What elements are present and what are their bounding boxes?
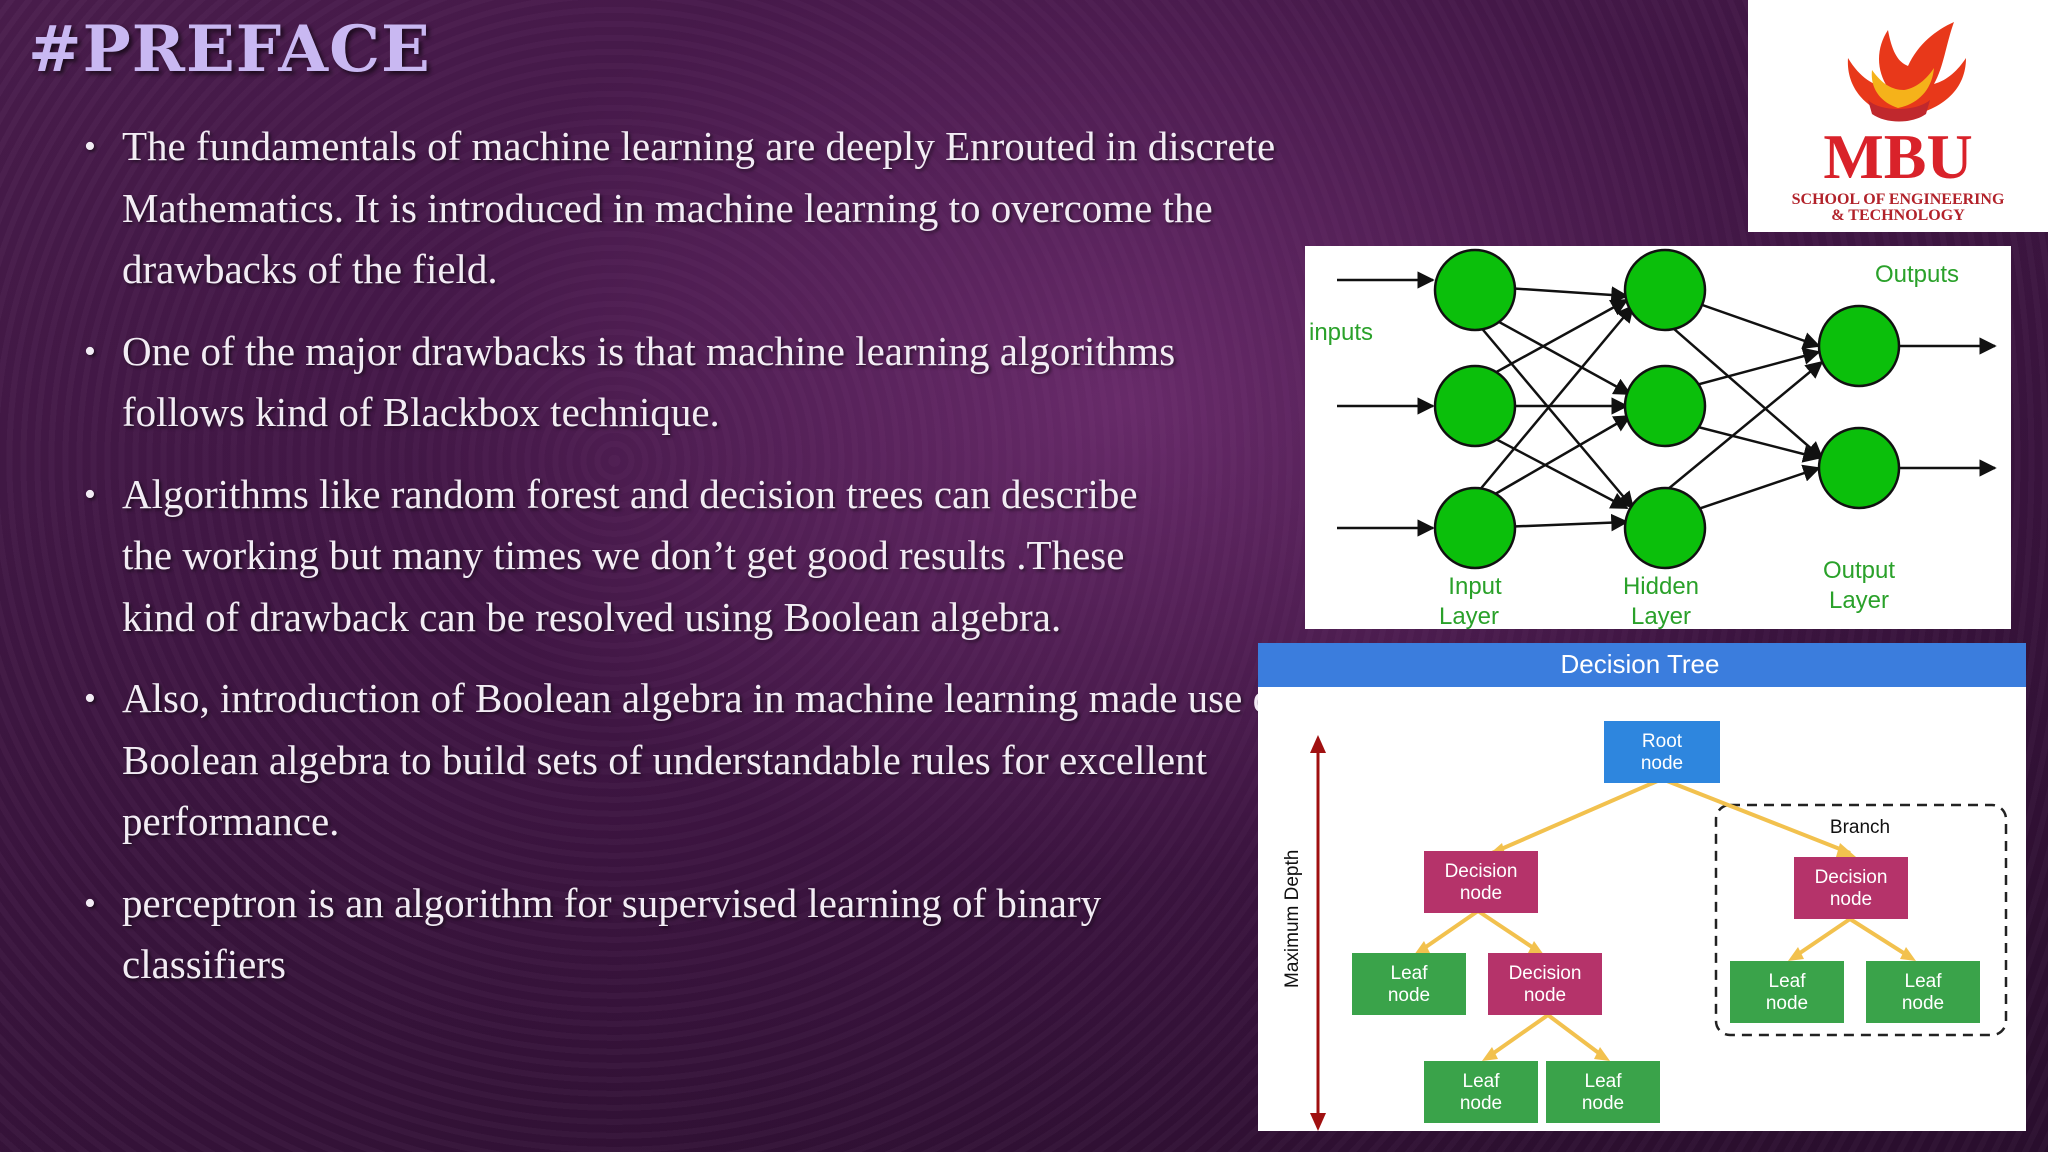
bullet-item: The fundamentals of machine learning are… (80, 116, 1302, 301)
decision-tree-diagram: Decision Tree Maximum Depth Branch (1258, 643, 2026, 1131)
mbu-logo: MBU SCHOOL OF ENGINEERING & TECHNOLOGY (1748, 0, 2048, 232)
input-neuron (1433, 486, 1517, 570)
neurons (1433, 248, 1901, 570)
input-layer-label: Input (1448, 573, 1502, 600)
decision-node (1424, 851, 1538, 913)
outputs-label: Outputs (1875, 261, 1959, 288)
branch-box (1714, 803, 2008, 1037)
depth-arrow (1310, 735, 1326, 1131)
decision-node-label: node (1460, 883, 1502, 904)
output-layer-label: Layer (1829, 587, 1889, 614)
root-node-label: node (1641, 753, 1683, 774)
logo-line1: SCHOOL OF ENGINEERING (1792, 191, 2005, 208)
logo-line2: & TECHNOLOGY (1831, 207, 1965, 224)
leaf-node (1352, 953, 1466, 1015)
leaf-node-label: node (1582, 1093, 1624, 1114)
branch-label: Branch (1830, 817, 1890, 838)
input-arrows (1337, 271, 1435, 537)
neural-network-diagram: inputs Outputs Input Layer Hidden Layer … (1309, 248, 1997, 630)
input-neuron (1433, 364, 1517, 448)
inputs-label: inputs (1309, 319, 1373, 346)
connections (1467, 284, 1997, 532)
bullet-list: The fundamentals of machine learning are… (80, 116, 1300, 1016)
neural-network-figure: inputs Outputs Input Layer Hidden Layer … (1305, 246, 2011, 630)
leaf-node (1424, 1061, 1538, 1123)
hidden-neuron (1623, 486, 1707, 570)
leaf-node-label: Leaf (1463, 1071, 1501, 1092)
bullet-item: Also, introduction of Boolean algebra in… (80, 668, 1342, 853)
leaf-node-label: Leaf (1769, 971, 1807, 992)
leaf-node-label: Leaf (1585, 1071, 1623, 1092)
decision-node-label: node (1830, 889, 1872, 910)
griffin-icon (1847, 22, 1966, 118)
leaf-node-label: Leaf (1391, 963, 1429, 984)
leaf-node (1730, 961, 1844, 1023)
output-layer-label: Output (1823, 557, 1895, 584)
logo-name: MBU (1823, 121, 1972, 192)
bullet-item: One of the major drawbacks is that machi… (80, 321, 1242, 444)
logo-graphic: MBU SCHOOL OF ENGINEERING & TECHNOLOGY (1792, 22, 2005, 224)
depth-axis-label: Maximum Depth (1282, 850, 1303, 988)
decision-node (1794, 857, 1908, 919)
leaf-node-label: node (1766, 993, 1808, 1014)
root-node-label: Root (1642, 731, 1683, 752)
decision-node-label: Decision (1445, 861, 1518, 882)
decision-node-label: Decision (1815, 867, 1888, 888)
slide-title: #PREFACE (28, 12, 431, 87)
hidden-layer-label: Layer (1631, 603, 1691, 629)
leaf-node-label: node (1388, 985, 1430, 1006)
bullet-item: perceptron is an algorithm for supervise… (80, 873, 1222, 996)
tree-edges (1418, 777, 1912, 1059)
decision-node-label: node (1524, 985, 1566, 1006)
root-node (1604, 721, 1720, 783)
leaf-node (1546, 1061, 1660, 1123)
decision-node-label: Decision (1509, 963, 1582, 984)
leaf-node-label: node (1902, 993, 1944, 1014)
leaf-node-label: node (1460, 1093, 1502, 1114)
decision-tree-figure: Decision Tree Maximum Depth Branch (1258, 643, 2026, 1131)
hidden-neuron (1623, 364, 1707, 448)
decision-node (1488, 953, 1602, 1015)
input-neuron (1433, 248, 1517, 332)
output-neuron (1817, 426, 1901, 510)
hidden-layer-label: Hidden (1623, 573, 1699, 600)
dt-title: Decision Tree (1561, 649, 1720, 679)
output-neuron (1817, 304, 1901, 388)
leaf-node (1866, 961, 1980, 1023)
bullet-text: Also, introduction of Boolean algebra in… (122, 675, 1287, 844)
dt-header (1258, 643, 2026, 687)
input-layer-label: Layer (1439, 603, 1499, 629)
bullet-item: Algorithms like random forest and decisi… (80, 464, 1162, 649)
leaf-node-label: Leaf (1905, 971, 1943, 992)
hidden-neuron (1623, 248, 1707, 332)
